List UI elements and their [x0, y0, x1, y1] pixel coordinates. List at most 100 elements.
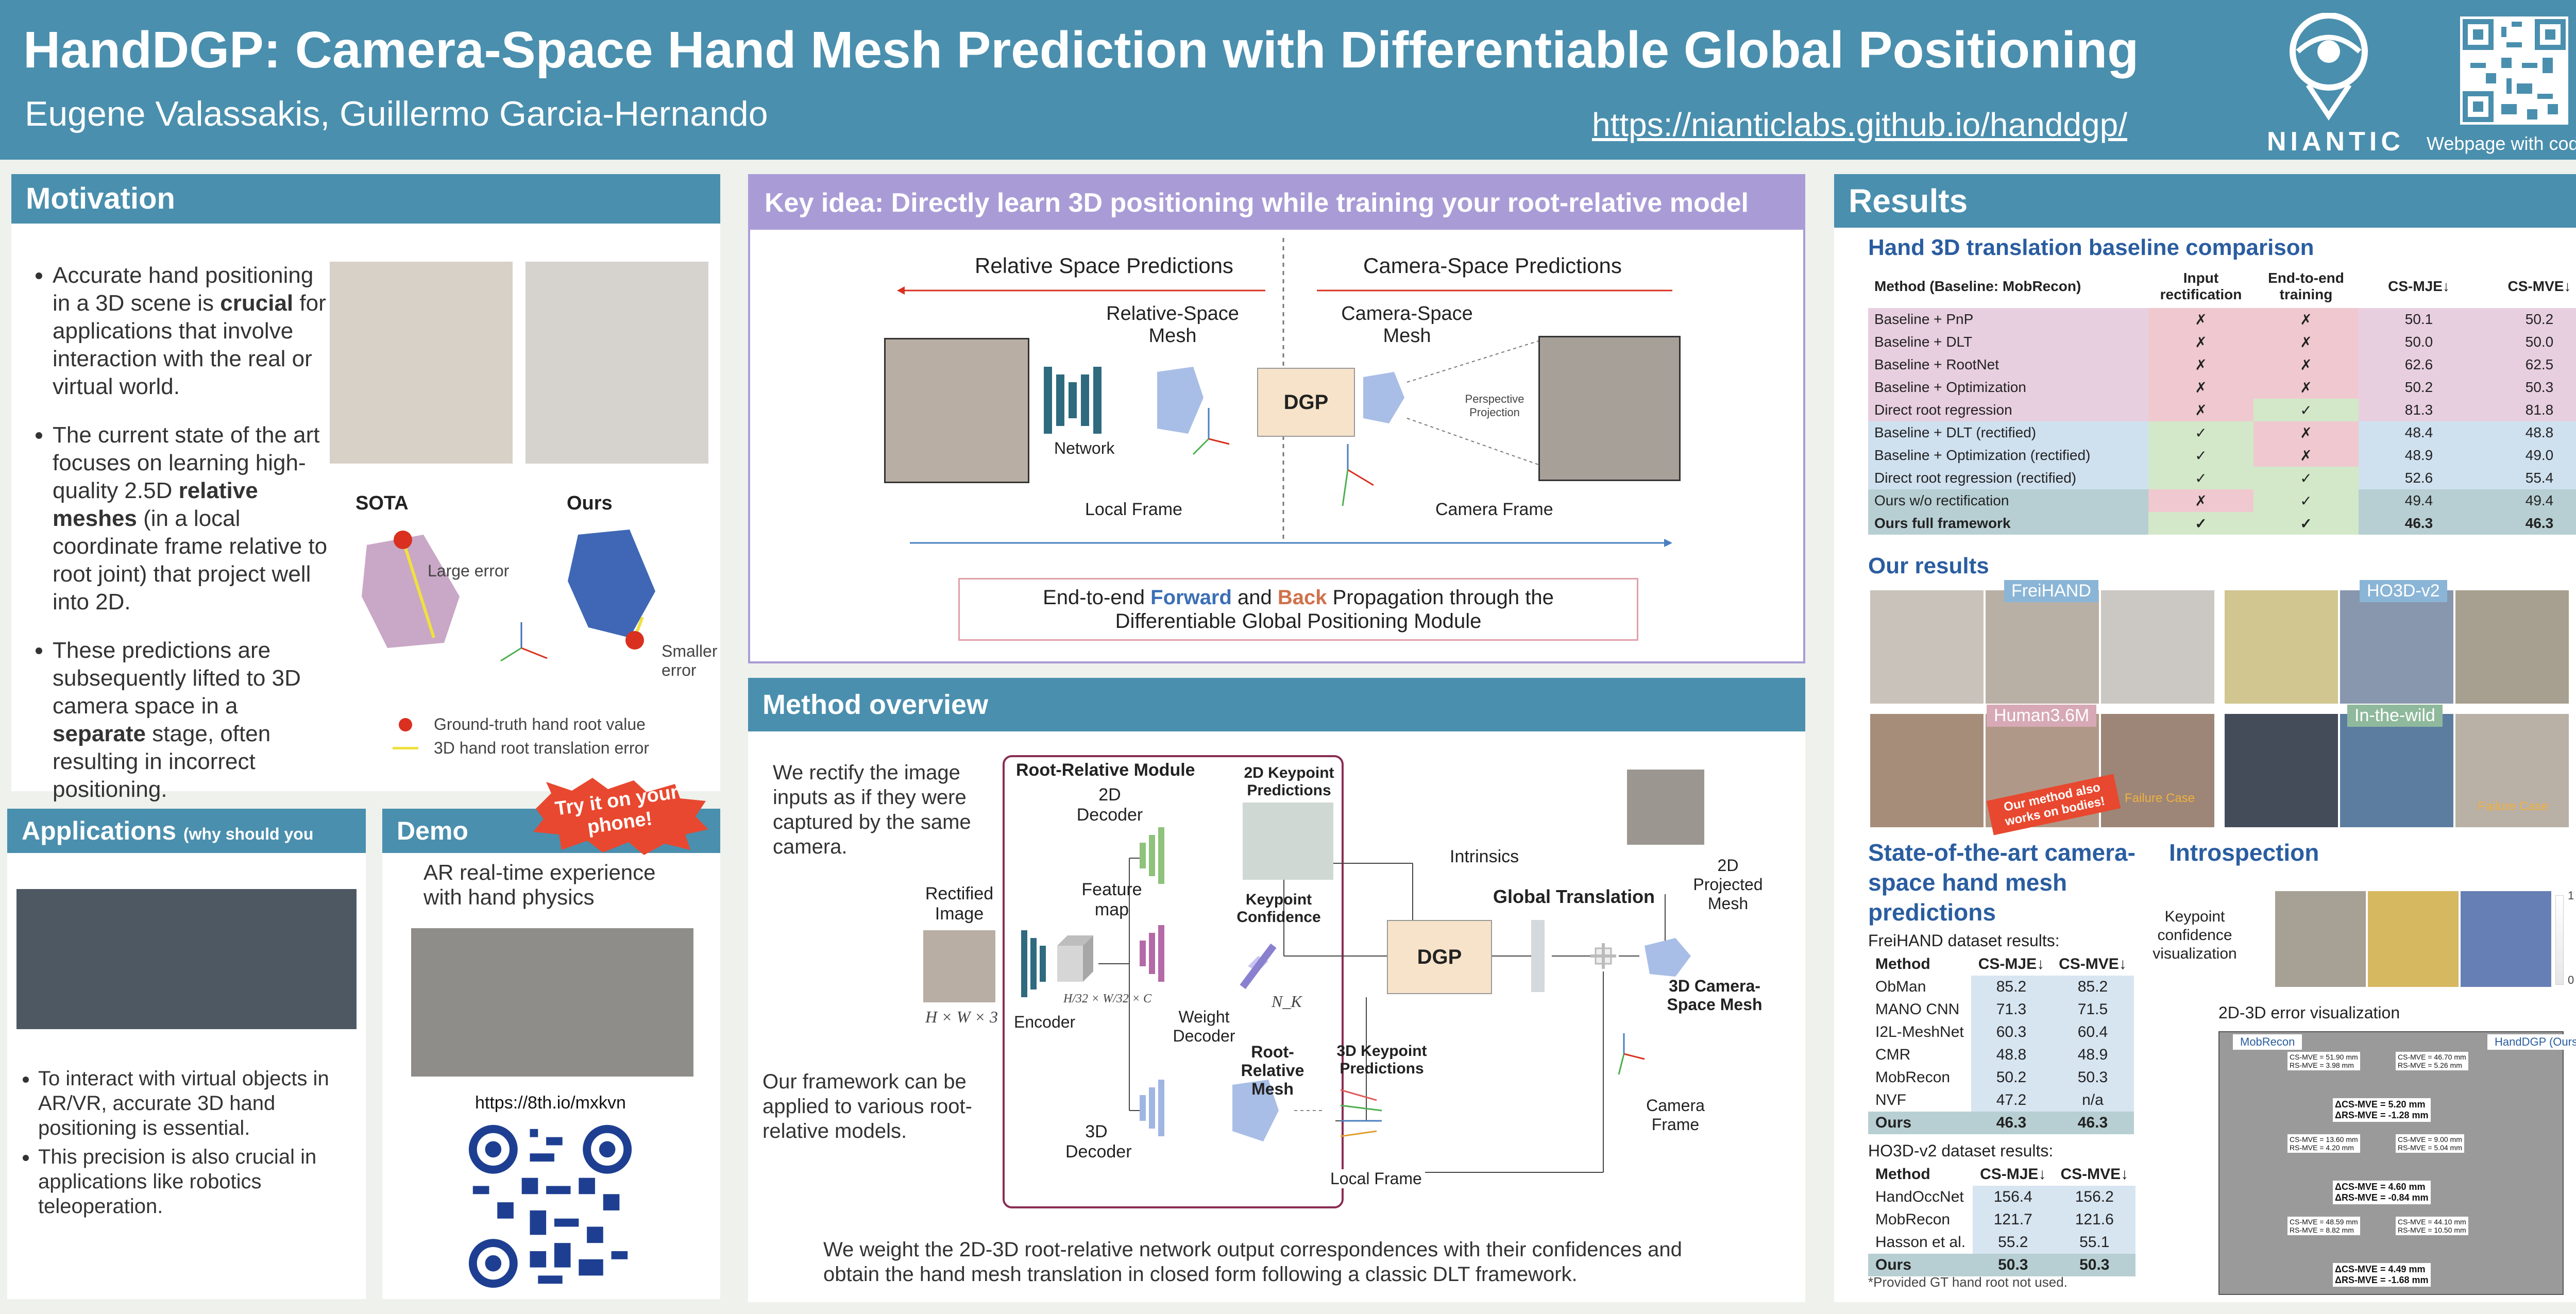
method-diagram — [1021, 827, 1691, 1173]
human-photo-1 — [1870, 714, 1984, 827]
ours-photo — [526, 262, 708, 464]
col-csmje: CS-MJE↓ — [2388, 278, 2450, 294]
baseline-table-row: Baseline + Optimization (rectified)✓✗48.… — [1868, 444, 2576, 467]
method-panel: Method overview We rectify the image inp… — [748, 678, 1805, 1302]
cell-value: 55.4 — [2525, 470, 2554, 486]
err-vis-label: 2D-3D error visualization — [2218, 1003, 2400, 1022]
projected-mesh-photo — [1627, 770, 1704, 845]
global-translation-label: Global Translation — [1493, 886, 1655, 907]
poster-title: HandDGP: Camera-Space Hand Mesh Predicti… — [23, 21, 2139, 79]
decoder-3d-label: 3D Decoder — [1065, 1122, 1132, 1162]
method-dgp-block: DGP — [1387, 920, 1492, 994]
legend-gt-dot — [399, 718, 412, 731]
wild-photo-1 — [2225, 714, 2338, 827]
motivation-title: Motivation — [11, 174, 720, 224]
feature-map-label: Feature map — [1081, 880, 1142, 919]
cell-value: 50.2 — [2404, 379, 2433, 395]
camera-mesh-label: Camera-Space Mesh — [1341, 303, 1473, 347]
relative-space-heading: Relative Space Predictions — [975, 253, 1233, 278]
cell-value: 50.3 — [2525, 379, 2554, 395]
cell-value: 81.8 — [2525, 402, 2554, 418]
sota-photo — [330, 262, 513, 464]
nk-label: N_K — [1272, 992, 1302, 1011]
camera-space-heading: Camera-Space Predictions — [1363, 253, 1622, 278]
network-label: Network — [1054, 439, 1115, 457]
cell-method: I2L-MeshNet — [1875, 1023, 1964, 1040]
rectify-text: We rectify the image inputs as if they w… — [773, 761, 971, 858]
freihand-caption: FreiHAND dataset results: — [1868, 931, 2060, 950]
err-delta-text: ΔCS-MVE = 4.60 mm ΔRS-MVE = -0.84 mm — [2333, 1181, 2431, 1204]
cell-value: 156.4 — [1973, 1186, 2054, 1208]
ho3d-caption: HO3D-v2 dataset results: — [1868, 1141, 2054, 1160]
cell-value: 50.2 — [2525, 311, 2554, 327]
image-dims-label: H × W × 3 — [925, 1008, 998, 1026]
cell-value: ✗ — [2253, 353, 2359, 376]
cell-value: 60.4 — [2052, 1021, 2134, 1044]
relative-mesh-label: Relative-Space Mesh — [1106, 303, 1239, 347]
intrinsics-label: Intrinsics — [1448, 847, 1521, 867]
large-error-label: Large error — [428, 561, 510, 580]
motivation-bullet-3: These predictions are subsequently lifte… — [53, 637, 331, 804]
applications-bullet-2: This precision is also crucial in applic… — [38, 1145, 363, 1219]
local-frame-label: Local Frame — [1085, 500, 1182, 519]
tag-wild: In-the-wild — [2347, 705, 2443, 727]
cell-method: Baseline + RootNet — [1874, 356, 1999, 372]
failure-case-label-1: Failure Case — [2125, 791, 2195, 805]
kp-conf-photo-2 — [2368, 891, 2459, 987]
cell-value: 62.5 — [2525, 356, 2554, 372]
footnote: *Provided GT hand root not used. — [1868, 1274, 2067, 1290]
err-left-text: CS-MVE = 13.60 mm RS-MVE = 4.20 mm — [2287, 1134, 2360, 1153]
cell-value: 121.7 — [1973, 1208, 2054, 1231]
legend-gt-label: Ground-truth hand root value — [434, 715, 646, 733]
err-vis-figure — [2218, 1031, 2564, 1295]
qr-code-icon[interactable] — [2460, 16, 2568, 125]
cell-value: 71.5 — [2052, 998, 2134, 1021]
cell-value: 55.1 — [2053, 1231, 2136, 1254]
perspective-projection-label: Perspective Projection — [1465, 393, 1524, 419]
err-right-text: CS-MVE = 44.10 mm RS-MVE = 10.50 mm — [2396, 1217, 2468, 1235]
kp2d-photo — [1243, 803, 1333, 880]
applications-bullet-1: To interact with virtual objects in AR/V… — [38, 1066, 363, 1140]
demo-link[interactable]: https://8th.io/mxkvn — [475, 1093, 626, 1113]
cell-value: ✗ — [2148, 376, 2253, 399]
authors: Eugene Valassakis, Guillermo Garcia-Hern… — [25, 94, 768, 133]
niantic-logo-icon — [2290, 13, 2368, 121]
cell-value: 49.4 — [2404, 492, 2433, 508]
demo-qr-code-icon[interactable] — [465, 1121, 636, 1292]
cell-value: 52.6 — [2404, 470, 2433, 486]
cell-value: 48.8 — [2525, 424, 2554, 440]
cell-value: ✓ — [2253, 399, 2359, 421]
err-right-text: CS-MVE = 46.70 mm RS-MVE = 5.26 mm — [2396, 1052, 2468, 1070]
cell-method: Baseline + PnP — [1874, 311, 1974, 327]
cell-value: ✓ — [2148, 444, 2253, 467]
cell-value: ✗ — [2253, 331, 2359, 353]
cell-value: ✗ — [2148, 331, 2253, 353]
cell-value: 81.3 — [2404, 402, 2433, 418]
cell-value: 48.4 — [2404, 424, 2433, 440]
project-url-link[interactable]: https://nianticlabs.github.io/handdgp/ — [1592, 106, 2127, 143]
ho3d-photo-2 — [2340, 590, 2453, 704]
scale-max-label: 1 — [2568, 889, 2574, 902]
baseline-table-row: Direct root regression (rectified)✓✓52.6… — [1868, 467, 2576, 489]
cell-method: Baseline + DLT — [1874, 334, 1973, 350]
introspection-title: Introspection — [2169, 839, 2319, 866]
motivation-panel: Motivation Accurate hand positioning in … — [11, 174, 720, 802]
cell-value: ✗ — [2148, 399, 2253, 421]
failure-case-label-2: Failure Case — [2478, 799, 2549, 813]
cell-method: MobRecon — [1875, 1069, 1951, 1086]
keyidea-title: Key idea: Directly learn 3D positioning … — [750, 176, 1803, 230]
cell-value: ✓ — [2148, 467, 2253, 489]
kp3d-label: 3D Keypoint Predictions — [1336, 1043, 1427, 1077]
motivation-bullet-1: Accurate hand positioning in a 3D scene … — [53, 262, 331, 401]
err-tag-right: HandDGP (Ours) — [2487, 1034, 2576, 1050]
